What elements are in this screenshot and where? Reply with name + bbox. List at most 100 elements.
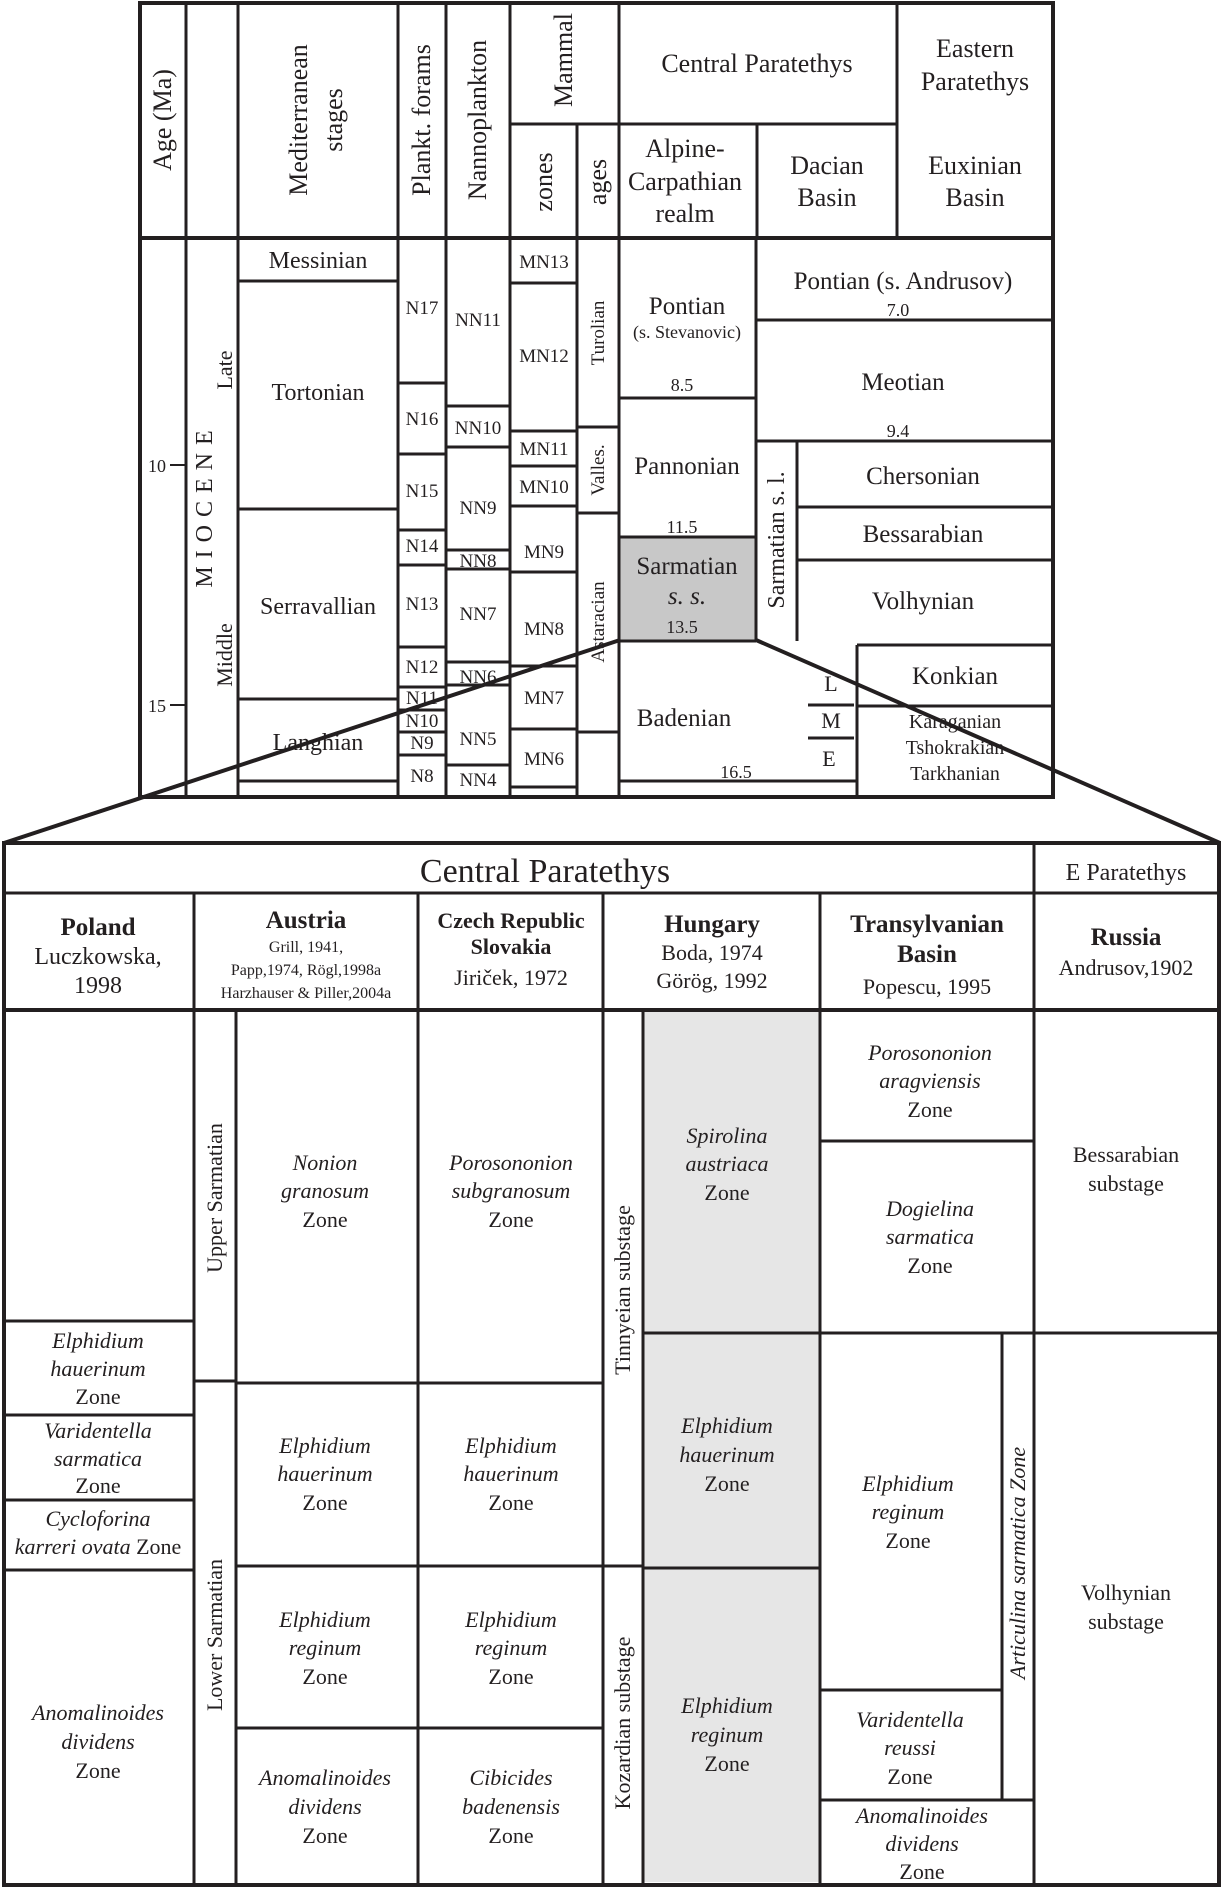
age-11-5: 11.5 [667,517,698,537]
stage-karaganian: Karaganian [909,711,1001,733]
hungary-zone-1: Zone [704,1180,749,1205]
hungary-zone-2: Elphidium [680,1413,773,1438]
stage-bessarabian: Bessarabian [863,521,984,548]
expansion-lines [3,638,1221,845]
header-eastern: Eastern [936,34,1014,63]
header-ages: ages [583,159,612,205]
austria-zone-1: granosum [281,1178,369,1203]
col-poland: Poland [60,914,135,941]
stage-pontian: Pontian [649,293,726,320]
poland-zone-1: hauerinum [50,1356,145,1381]
austria-zone-4: Anomalinoides [257,1765,391,1790]
czech-zone-4: badenensis [462,1794,560,1819]
foram-zone: N15 [406,481,439,502]
stage-tarkhanian: Tarkhanian [910,763,1000,785]
stage-badenian: Badenian [637,705,732,732]
header-paratethys: Paratethys [921,67,1029,96]
russia-bessarabian: Bessarabian [1073,1142,1179,1167]
czech-zone-4: Zone [488,1823,533,1848]
bottom-table-text: Central Paratethys E Paratethys Poland L… [15,853,1194,1884]
stage-meotian: Meotian [861,369,945,396]
mammal-zone: MN7 [524,688,564,709]
austria-zone-2: Zone [302,1490,347,1515]
nanno-zone: NN7 [460,604,497,625]
header-mediterranean: Mediterranean [284,44,313,196]
mammal-zone: MN6 [524,749,564,770]
transylvania-zone-5: dividens [885,1831,958,1856]
hungary-zone-3: Elphidium [680,1693,773,1718]
austria-zone-4: Zone [302,1823,347,1848]
header-zones: zones [529,152,558,211]
col-transylvanian-basin: Basin [897,941,957,968]
stage-chersonian: Chersonian [866,463,980,490]
austria-ref-2: Papp,1974, Rögl,1998a [231,962,381,979]
transylvania-zone-2: sarmatica [886,1224,974,1249]
transylvania-zone-2: Dogielina [885,1196,974,1221]
austria-ref-3: Harzhauser & Piller,2004a [221,985,391,1002]
header-stages: stages [319,88,348,152]
subepoch-middle: Middle [212,623,237,687]
top-table-text: Age (Ma) Mediterranean stages Plankt. fo… [148,13,1029,791]
foram-zone: N11 [406,688,438,709]
nanno-zone: NN4 [460,770,497,791]
czech-zone-3: Zone [488,1664,533,1689]
header-nannoplankton: Nannoplankton [463,40,492,200]
foram-zone: N8 [410,766,433,787]
mammal-zone: MN8 [524,619,564,640]
nanno-zone: NN6 [460,667,497,688]
age-7-0: 7.0 [887,300,910,320]
hungary-zone-3: Zone [704,1751,749,1776]
nanno-zone: NN11 [455,310,501,331]
czech-zone-3: Elphidium [464,1607,557,1632]
nanno-zone: NN8 [460,551,497,572]
title-e-paratethys: E Paratethys [1066,860,1187,886]
hungary-zone-shade [643,1012,820,1882]
mammal-age-valles: Valles. [588,444,609,495]
age-9-4: 9.4 [887,421,910,441]
czech-zone-2: hauerinum [463,1461,558,1486]
stage-tshokrakian: Tshokrakian [906,737,1005,759]
transylvania-zone-1: Zone [907,1097,952,1122]
russia-volhynian: substage [1088,1609,1164,1634]
russia-ref: Andrusov,1902 [1059,955,1194,980]
czech-zone-1: Porosononion [448,1150,573,1175]
badenian-e: E [822,746,835,771]
poland-zone-3: Cycloforina [45,1506,150,1531]
foram-zone: N16 [406,409,439,430]
poland-zone-2: Zone [75,1473,120,1498]
poland-zone-3: karreri ovata Zone [15,1534,182,1559]
poland-zone-1: Elphidium [51,1328,144,1353]
mammal-age-astaracian: Astaracian [588,581,609,663]
mammal-age-turolian: Turolian [588,300,609,365]
foram-zone: N10 [406,711,439,732]
mammal-zone: MN11 [520,439,569,460]
subepoch-late: Late [212,350,237,389]
transylvania-zone-4: reussi [884,1735,936,1760]
poland-ref: Luczkowska, [34,944,161,970]
transylvania-zone-5: Zone [899,1859,944,1884]
poland-zone-4: Anomalinoides [30,1700,164,1725]
sarmatian-ss-cell [620,537,756,641]
hungary-zone-1: austriaca [685,1151,768,1176]
bottom-correlation-table [2,841,1221,1887]
hungary-zone-2: Zone [704,1471,749,1496]
foram-zone: N12 [406,657,439,678]
mammal-zone: MN12 [519,346,569,367]
sarmatian-sl: Sarmatian s. l. [764,471,790,608]
poland-ref-year: 1998 [74,973,122,999]
hungary-ref-1: Boda, 1974 [661,940,762,965]
header-carpathian: Carpathian [628,167,742,196]
transylvania-zone-2: Zone [907,1253,952,1278]
poland-zone-2: Varidentella [44,1418,152,1443]
hungary-ref-2: Görög, 1992 [656,968,767,993]
czech-ref: Jiriček, 1972 [454,965,568,990]
czech-zone-2: Zone [488,1490,533,1515]
transylvania-zone-1: aragviensis [879,1068,980,1093]
age-8-5: 8.5 [671,375,694,395]
czech-zone-4: Cibicides [469,1765,552,1790]
header-mammal: Mammal [549,13,578,107]
poland-zone-4: Zone [75,1758,120,1783]
transylvania-zone-1: Porosononion [867,1040,992,1065]
substage-lower-sarmatian: Lower Sarmatian [202,1559,227,1711]
